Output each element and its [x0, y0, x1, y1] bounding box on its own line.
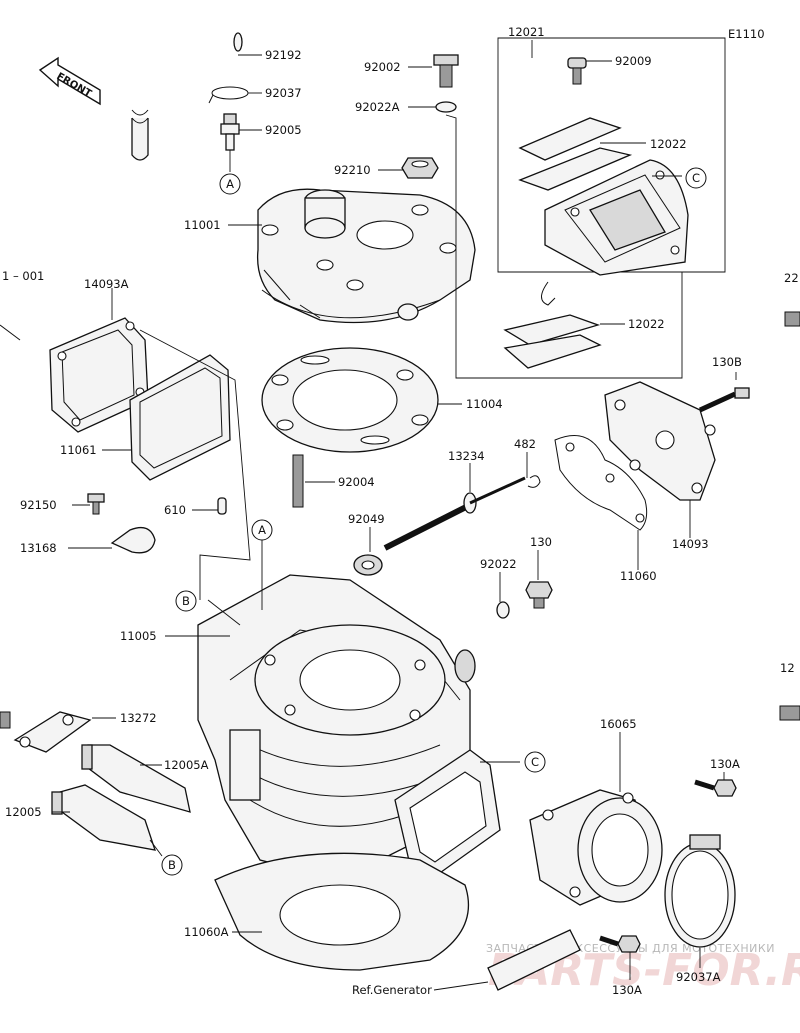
label-130A-top: 130A	[710, 757, 740, 771]
stud-92004	[292, 454, 304, 508]
bolt-130A-top	[694, 779, 737, 797]
bolt-130	[525, 581, 553, 609]
label-92150: 92150	[20, 498, 57, 512]
label-11004: 11004	[466, 397, 503, 411]
label-12021: 12021	[508, 25, 545, 39]
bolt-92002	[433, 54, 459, 88]
valve-12005A	[81, 744, 191, 813]
label-edge-right-top: 22	[784, 271, 799, 285]
label-11060: 11060	[620, 569, 657, 583]
label-92002: 92002	[364, 60, 401, 74]
diagram-code: E1110	[728, 27, 765, 41]
bolt-right-mid	[779, 705, 800, 721]
leader-lines	[52, 40, 737, 991]
label-13168: 13168	[20, 541, 57, 555]
washer-92022A	[435, 101, 457, 113]
shaft-13234	[383, 476, 526, 551]
base-gasket-11060A	[214, 852, 470, 971]
svg-text:C: C	[692, 171, 700, 185]
reed-valve-12021	[497, 37, 726, 369]
clip-482	[527, 475, 541, 488]
label-16065: 16065	[600, 717, 637, 731]
hose-92192	[131, 32, 243, 161]
callout-a-top: A	[219, 173, 241, 195]
label-12005: 12005	[5, 805, 42, 819]
head-gasket-11004	[261, 347, 439, 453]
bolt-left-lower	[0, 711, 11, 729]
label-92192: 92192	[265, 48, 302, 62]
intake-16065	[529, 789, 663, 906]
label-11005: 11005	[120, 629, 157, 643]
label-92009: 92009	[615, 54, 652, 68]
label-130A-bottom: 130A	[612, 983, 642, 997]
label-610: 610	[164, 503, 186, 517]
reed-gasket	[394, 749, 501, 881]
label-11001: 11001	[184, 218, 221, 232]
fitting-92005	[220, 113, 240, 151]
seal-92049	[353, 554, 383, 576]
label-482: 482	[514, 437, 536, 451]
svg-text:B: B	[168, 858, 176, 872]
label-92049: 92049	[348, 512, 385, 526]
label-13272: 13272	[120, 711, 157, 725]
screw-92150	[87, 493, 105, 515]
label-12005A: 12005A	[164, 758, 209, 772]
clamp-92037	[208, 86, 249, 104]
callout-c-top: C	[685, 167, 707, 189]
holder-13272	[13, 711, 92, 753]
label-11061: 11061	[60, 443, 97, 457]
svg-text:A: A	[226, 177, 234, 191]
pin-610	[217, 497, 227, 515]
callout-c-bottom: C	[524, 751, 546, 773]
label-14093A: 14093A	[84, 277, 129, 291]
label-13234: 13234	[448, 449, 485, 463]
label-92037: 92037	[265, 86, 302, 100]
washer-92022	[496, 601, 510, 619]
label-14093: 14093	[672, 537, 709, 551]
bolt-right-top	[784, 311, 800, 327]
part-labels: 92192 92037 92005 92002 92022A 12021 920…	[2, 25, 799, 997]
bolt-130B	[698, 387, 750, 413]
gasket-11060	[554, 435, 648, 531]
label-92037A: 92037A	[676, 970, 721, 984]
label-92005: 92005	[265, 123, 302, 137]
bolt-130A-bottom	[599, 935, 641, 953]
svg-text:B: B	[182, 594, 190, 608]
label-92004: 92004	[338, 475, 375, 489]
gasket-11061	[129, 354, 231, 481]
bolt-left-edge	[0, 324, 21, 341]
ref-generator-bar	[487, 929, 581, 991]
label-edge-right-mid: 12	[780, 661, 795, 675]
label-92210: 92210	[334, 163, 371, 177]
cover-14093	[604, 381, 716, 501]
label-edge-left-top: 1 – 001	[2, 269, 44, 283]
label-12022-bottom: 12022	[628, 317, 665, 331]
callout-b-bottom: B	[161, 854, 183, 876]
clamp-92037A	[664, 834, 736, 948]
label-ref-generator: Ref.Generator	[352, 983, 432, 997]
label-130: 130	[530, 535, 552, 549]
label-92022: 92022	[480, 557, 517, 571]
callout-a-mid: A	[251, 519, 273, 541]
label-92022A: 92022A	[355, 100, 400, 114]
callout-b-top: B	[175, 590, 197, 612]
lever-13168	[110, 526, 156, 554]
label-130B: 130B	[712, 355, 742, 369]
svg-text:C: C	[531, 755, 539, 769]
valve-12005	[51, 784, 156, 851]
label-11060A: 11060A	[184, 925, 229, 939]
cylinder-head-11001	[256, 188, 476, 324]
front-arrow-icon: FRONT	[38, 56, 101, 106]
nut-92210	[401, 157, 439, 179]
svg-text:A: A	[258, 523, 266, 537]
label-12022-top: 12022	[650, 137, 687, 151]
